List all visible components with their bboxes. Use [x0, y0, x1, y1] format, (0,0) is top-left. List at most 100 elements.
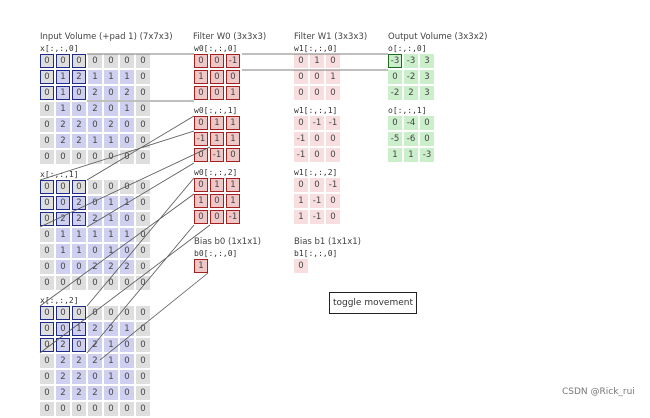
grid-cell: 0: [194, 210, 208, 224]
filter-w1-header: Filter W1 (3x3x3): [294, 32, 368, 42]
bias-b1-cell: 0: [294, 259, 308, 273]
grid-cell: 0: [40, 54, 54, 68]
grid-cell: 1: [226, 178, 240, 192]
grid-cell: -3: [404, 54, 418, 68]
grid-cell: 0: [226, 148, 240, 162]
grid-cell: 0: [104, 276, 118, 290]
grid-cell: 0: [40, 322, 54, 336]
grid-cell: 0: [88, 244, 102, 258]
bias-b1-label: b1[:,:,0]: [294, 249, 338, 258]
grid-cell: 0: [88, 180, 102, 194]
grid-cell: 2: [88, 322, 102, 336]
grid-cell: 0: [88, 118, 102, 132]
grid-cell: 0: [56, 54, 70, 68]
grid-cell: 1: [72, 322, 86, 336]
grid-cell: 1: [120, 322, 134, 336]
grid-cell: 0: [88, 402, 102, 416]
grid-cell: 1: [120, 70, 134, 84]
grid-cell: 0: [326, 148, 340, 162]
grid-cell: 2: [72, 386, 86, 400]
toggle-movement-button[interactable]: toggle movement: [329, 292, 417, 314]
grid-cell: -1: [210, 148, 224, 162]
grid-cell: 0: [136, 54, 150, 68]
grid-cell: 1: [310, 54, 324, 68]
grid-cell: 1: [226, 116, 240, 130]
w1-slice-label-1: w1[:,:,1]: [294, 106, 338, 115]
grid-cell: 0: [294, 54, 308, 68]
grid-cell: -1: [326, 178, 340, 192]
grid-cell: -1: [294, 148, 308, 162]
w0-slice-label-1: w0[:,:,1]: [194, 106, 238, 115]
grid-cell: 0: [136, 118, 150, 132]
grid-cell: 0: [326, 54, 340, 68]
grid-cell: 0: [40, 306, 54, 320]
grid-cell: 2: [88, 212, 102, 226]
grid-cell: -1: [310, 194, 324, 208]
grid-cell: 0: [210, 86, 224, 100]
grid-cell: 0: [40, 196, 54, 210]
grid-cell: 0: [104, 150, 118, 164]
w0-slice-label-0: w0[:,:,0]: [194, 44, 238, 53]
grid-cell: 2: [56, 386, 70, 400]
grid-cell: 1: [120, 228, 134, 242]
grid-cell: -4: [404, 116, 418, 130]
grid-cell: 2: [72, 134, 86, 148]
grid-cell: 0: [72, 402, 86, 416]
grid-cell: 0: [88, 196, 102, 210]
grid-cell: 0: [136, 338, 150, 352]
output-slice-label-1: o[:,:,1]: [388, 106, 427, 115]
grid-cell: 0: [88, 276, 102, 290]
grid-cell: 0: [104, 180, 118, 194]
grid-cell: 0: [72, 86, 86, 100]
grid-cell: 0: [40, 102, 54, 116]
grid-cell: 2: [88, 260, 102, 274]
grid-cell: -1: [294, 132, 308, 146]
grid-cell: -3: [388, 54, 402, 68]
grid-cell: -3: [420, 148, 434, 162]
grid-cell: 0: [120, 54, 134, 68]
grid-cell: 2: [88, 386, 102, 400]
grid-cell: 1: [104, 228, 118, 242]
grid-cell: 2: [120, 86, 134, 100]
grid-cell: 2: [104, 322, 118, 336]
grid-cell: 2: [56, 354, 70, 368]
input-volume-header: Input Volume (+pad 1) (7x7x3): [40, 32, 173, 42]
grid-cell: 1: [104, 70, 118, 84]
grid-cell: 0: [420, 116, 434, 130]
grid-cell: 0: [40, 134, 54, 148]
grid-cell: 2: [72, 118, 86, 132]
grid-cell: 0: [210, 70, 224, 84]
grid-cell: 2: [56, 370, 70, 384]
grid-cell: 0: [72, 102, 86, 116]
grid-cell: 0: [120, 180, 134, 194]
grid-cell: 0: [136, 354, 150, 368]
grid-cell: 0: [136, 228, 150, 242]
grid-cell: 0: [226, 70, 240, 84]
grid-cell: 2: [72, 212, 86, 226]
grid-cell: 2: [72, 354, 86, 368]
grid-cell: 1: [104, 212, 118, 226]
grid-cell: 0: [120, 276, 134, 290]
grid-cell: 0: [40, 354, 54, 368]
grid-cell: 0: [104, 386, 118, 400]
grid-cell: 0: [194, 54, 208, 68]
grid-cell: 0: [56, 306, 70, 320]
grid-cell: 0: [40, 228, 54, 242]
grid-cell: 0: [88, 150, 102, 164]
grid-cell: 0: [120, 244, 134, 258]
grid-cell: 0: [88, 306, 102, 320]
w1-slice-label-0: w1[:,:,0]: [294, 44, 338, 53]
grid-cell: 0: [40, 212, 54, 226]
grid-cell: 1: [104, 354, 118, 368]
grid-cell: 2: [88, 102, 102, 116]
grid-cell: 0: [136, 276, 150, 290]
input-slice-label-1: x[:,:,1]: [40, 170, 79, 179]
grid-cell: -1: [310, 116, 324, 130]
grid-cell: 0: [72, 180, 86, 194]
grid-cell: 0: [72, 54, 86, 68]
grid-cell: 0: [136, 86, 150, 100]
